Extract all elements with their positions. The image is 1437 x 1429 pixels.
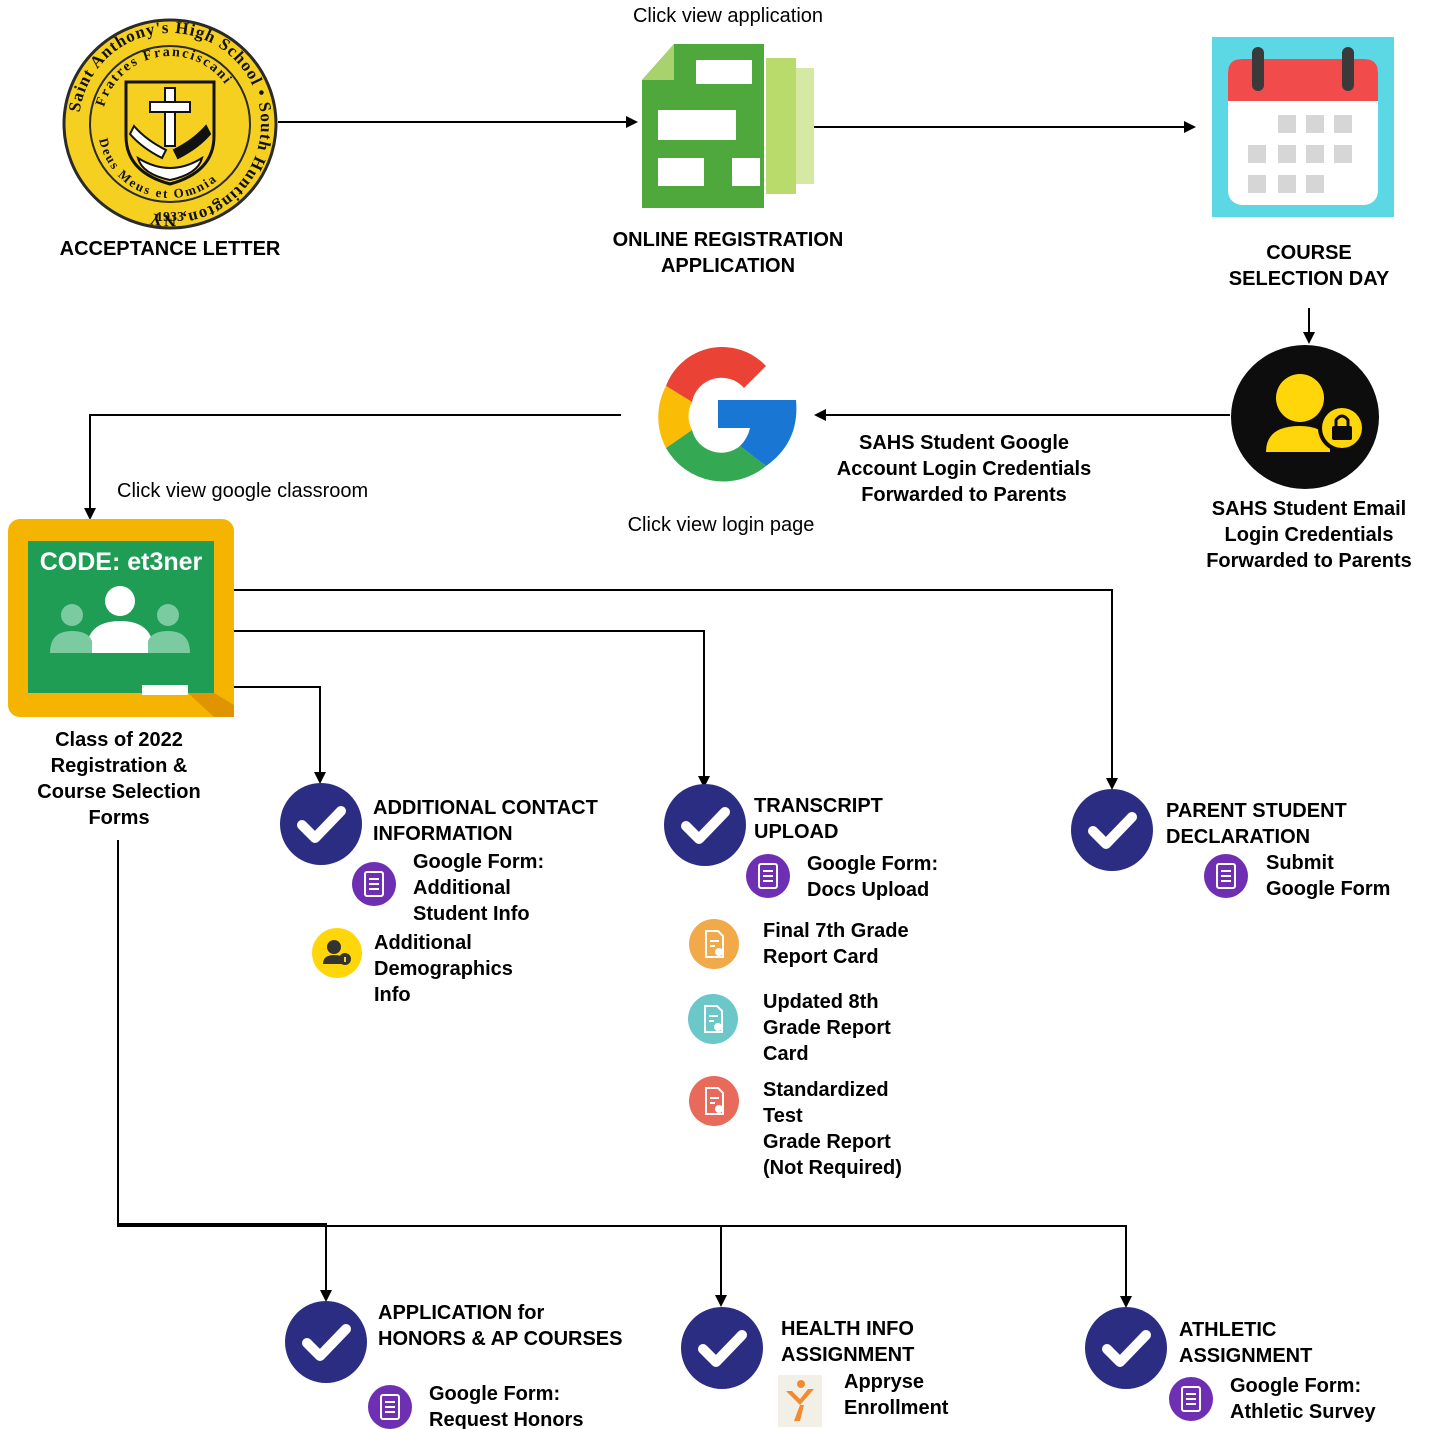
appryse-enrollment-link[interactable]: Appryse Enrollment xyxy=(844,1371,949,1419)
click-view-application-link[interactable]: Click view application xyxy=(632,5,824,27)
email-credentials-label: SAHS Student Email Login Credentials For… xyxy=(1206,498,1412,572)
grade8-report-link[interactable]: Updated 8th Grade Report Card xyxy=(763,991,891,1065)
online-registration-label: ONLINE REGISTRATION APPLICATION xyxy=(612,229,844,277)
additional-student-info-form-link[interactable]: Google Form: Additional Student Info xyxy=(413,851,545,925)
demographics-info-link[interactable]: Additional Demographics Info xyxy=(374,932,513,1006)
grade7-report-link[interactable]: Final 7th Grade Report Card xyxy=(763,920,909,968)
form-document-icon[interactable] xyxy=(368,1385,412,1429)
locked-user-icon xyxy=(1230,344,1380,490)
click-view-classroom-link[interactable]: Click view google classroom xyxy=(117,480,369,502)
arrow-classroom-to-transcript xyxy=(234,630,710,788)
arrow-classroom-to-declaration xyxy=(234,589,1118,790)
google-credentials-label: SAHS Student Google Account Login Creden… xyxy=(836,432,1092,506)
additional-contact-title: ADDITIONAL CONTACT INFORMATION xyxy=(373,797,598,845)
google-forms-logo[interactable] xyxy=(636,40,818,212)
check-circle-icon xyxy=(285,1301,367,1383)
transcript-upload-title: TRANSCRIPT UPLOAD xyxy=(754,795,883,843)
arrow-classroom-to-contact xyxy=(234,686,326,784)
arrow-classroom-to-athletic xyxy=(117,840,1132,1308)
docs-upload-form-link[interactable]: Google Form: Docs Upload xyxy=(807,853,939,901)
report-card-icon[interactable] xyxy=(688,994,738,1044)
classroom-code: CODE: et3ner xyxy=(39,548,203,576)
check-circle-icon xyxy=(664,784,746,866)
classroom-label: Class of 2022 Registration & Course Sele… xyxy=(37,729,201,829)
demographics-user-icon[interactable] xyxy=(312,928,362,978)
arrow-google-to-classroom xyxy=(84,414,621,520)
form-document-icon[interactable] xyxy=(746,854,790,898)
honors-ap-title: APPLICATION for HONORS & AP COURSES xyxy=(378,1302,623,1350)
appryse-logo[interactable] xyxy=(778,1375,822,1427)
form-document-icon[interactable] xyxy=(352,862,396,906)
seal-logo: Saint Anthony's High School • South Hunt… xyxy=(62,18,278,230)
request-honors-form-link[interactable]: Google Form: Request Honors xyxy=(429,1383,584,1429)
form-document-icon[interactable] xyxy=(1169,1377,1213,1421)
athletic-assignment-title: ATHLETIC ASSIGNMENT xyxy=(1179,1319,1313,1367)
report-card-icon[interactable] xyxy=(689,919,739,969)
calendar-icon xyxy=(1212,37,1394,217)
svg-text:1933: 1933 xyxy=(156,210,184,225)
declaration-form-link[interactable]: Submit Google Form xyxy=(1266,852,1391,900)
check-circle-icon xyxy=(1071,789,1153,871)
form-document-icon[interactable] xyxy=(1204,854,1248,898)
course-selection-day-label: COURSE SELECTION DAY xyxy=(1228,242,1390,290)
click-view-login-link[interactable]: Click view login page xyxy=(627,514,815,536)
check-circle-icon xyxy=(280,783,362,865)
athletic-survey-form-link[interactable]: Google Form: Athletic Survey xyxy=(1230,1375,1376,1423)
report-card-icon[interactable] xyxy=(689,1076,739,1126)
arrow-bus-to-honors xyxy=(118,1223,332,1302)
health-info-title: HEALTH INFO ASSIGNMENT xyxy=(781,1318,915,1366)
check-circle-icon xyxy=(681,1307,763,1389)
google-classroom-logo[interactable] xyxy=(8,519,234,717)
acceptance-letter-label: ACCEPTANCE LETTER xyxy=(59,238,281,260)
parent-student-declaration-title: PARENT STUDENT DECLARATION xyxy=(1166,800,1347,848)
standardized-test-link[interactable]: Standardized Test Grade Report (Not Requ… xyxy=(763,1079,902,1179)
google-g-logo[interactable] xyxy=(636,334,800,498)
check-circle-icon xyxy=(1085,1307,1167,1389)
